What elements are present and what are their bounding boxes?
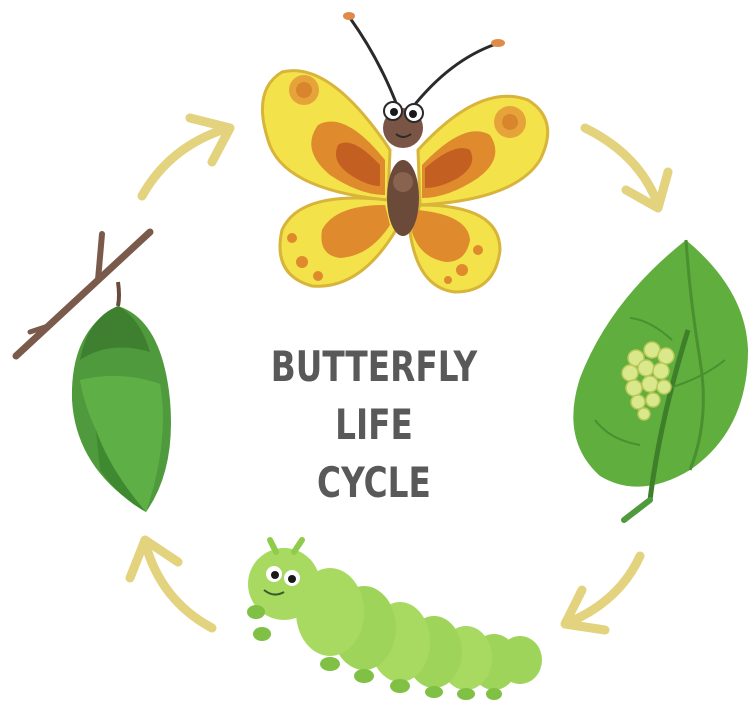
chrysalis-icon [16, 232, 171, 512]
arrow-bottom-right [565, 556, 640, 630]
arrow-top-right [585, 128, 668, 208]
arrow-bottom-left [130, 540, 212, 628]
butterfly-icon [262, 12, 547, 292]
arrow-top-left [142, 118, 230, 196]
title-line-1: BUTTERFLY [265, 338, 483, 396]
title-line-2: LIFE [265, 396, 483, 454]
egg-leaf-icon [573, 240, 748, 520]
title-line-3: CYCLE [265, 454, 483, 512]
caterpillar-icon [247, 540, 542, 700]
diagram-title: BUTTERFLY LIFE CYCLE [265, 338, 483, 512]
